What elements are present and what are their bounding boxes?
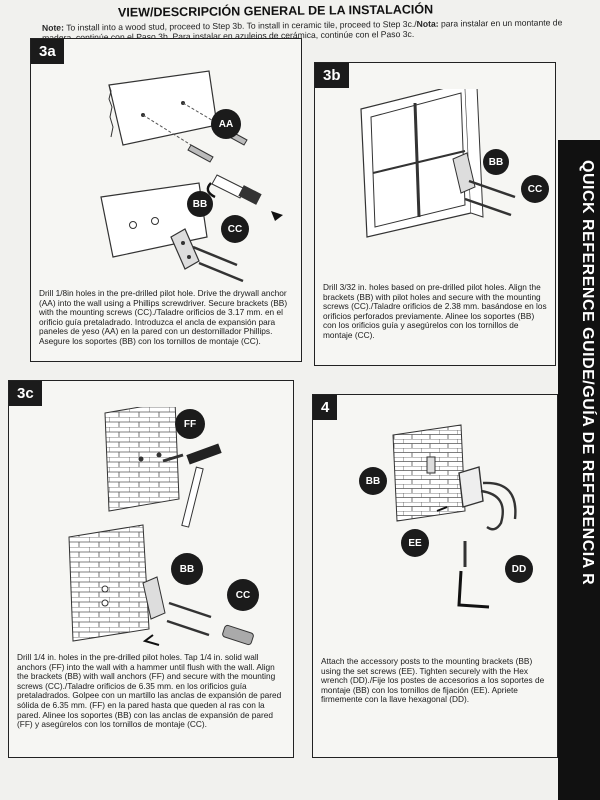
callout-ff: FF	[175, 409, 205, 439]
step-3b-illustration	[360, 89, 516, 238]
quick-reference-label: QUICK REFERENCE GUIDE/GUÍA DE REFERENCIA…	[579, 160, 596, 586]
step-4-caption: Attach the accessory posts to the mounti…	[321, 656, 545, 705]
step-3a-illustration	[100, 70, 283, 283]
callout-bb: BB	[171, 553, 203, 585]
callout-bb: BB	[483, 149, 509, 175]
callout-dd: DD	[505, 555, 533, 583]
callout-aa: AA	[211, 109, 241, 139]
step-4-label: 4	[313, 395, 338, 420]
step-3c-panel: 3c	[8, 380, 294, 758]
step-3c-label: 3c	[9, 381, 42, 406]
step-3b-panel: 3b BB CC Drill 3/32 in. holes based on p…	[314, 62, 556, 366]
step-3a-panel: 3a A	[30, 38, 302, 362]
callout-cc: CC	[521, 175, 549, 203]
callout-ee: EE	[401, 529, 429, 557]
step-3a-caption: Drill 1/8in holes in the pre-drilled pil…	[39, 288, 288, 346]
step-3c-caption: Drill 1/4 in. holes in the pre-drilled p…	[17, 652, 282, 730]
callout-bb: BB	[187, 191, 213, 217]
step-3c-illustration	[68, 407, 254, 646]
note-lead: Note:	[41, 22, 64, 33]
page-title: VIEW/DESCRIPCIÓN GENERAL DE LA INSTALACI…	[117, 2, 434, 20]
callout-cc: CC	[221, 215, 249, 243]
callout-bb: BB	[359, 467, 387, 495]
step-3a-label: 3a	[31, 39, 64, 64]
nota-lead: Nota:	[416, 18, 439, 29]
step-4-panel: 4 BB EE DD Attach the accessory posts to…	[312, 394, 558, 758]
step-3b-caption: Drill 3/32 in. holes based on pre-drille…	[323, 282, 547, 340]
callout-cc: CC	[227, 579, 259, 611]
step-3b-label: 3b	[315, 63, 349, 88]
side-band	[558, 140, 600, 800]
step-4-illustration	[392, 424, 517, 609]
